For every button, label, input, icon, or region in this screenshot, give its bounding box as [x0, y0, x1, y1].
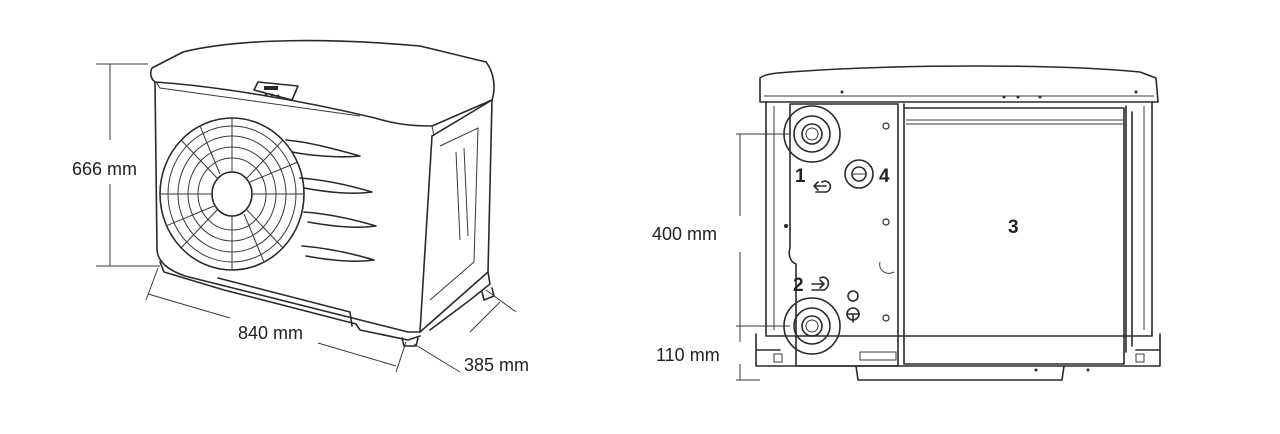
isometric-unit-view: 666 mm 840 mm 385 mm — [72, 39, 529, 375]
callout-2: 2 — [793, 275, 804, 296]
callout-3: 3 — [1008, 217, 1019, 238]
drain-icon — [847, 290, 859, 302]
connection-spacing-label: 400 mm — [652, 224, 717, 244]
connection-spacing-dimension-line — [736, 133, 790, 327]
evaporator-grille — [903, 103, 1125, 365]
fan-grille — [159, 117, 305, 271]
outlet-arrow-icon — [811, 276, 830, 291]
depth-dimension-line — [413, 289, 517, 373]
earth-symbol-icon — [846, 307, 860, 323]
depth-label: 385 mm — [464, 355, 529, 375]
inlet-arrow-icon — [813, 180, 832, 193]
top-cover — [149, 39, 495, 127]
louvre-2 — [299, 177, 373, 194]
side-face — [419, 99, 493, 333]
height-dimension-line — [96, 63, 160, 267]
connection-height-dimension-line — [736, 326, 760, 381]
callout-1: 1 — [795, 166, 806, 187]
gland-fitting — [844, 159, 874, 189]
rear-unit-view: 400 mm 110 mm 1 2 3 4 — [652, 65, 1161, 381]
rear-top-cover — [759, 65, 1159, 103]
louvre-1 — [285, 139, 361, 158]
water-inlet-fitting — [783, 105, 841, 163]
louvre-4 — [301, 245, 375, 262]
width-dimension-line — [145, 267, 407, 373]
height-label: 666 mm — [72, 159, 137, 179]
water-outlet-fitting — [783, 297, 841, 355]
base-frame — [159, 261, 421, 341]
width-label: 840 mm — [238, 323, 303, 343]
louvre-3 — [303, 211, 377, 228]
callout-4: 4 — [879, 166, 890, 187]
control-panel — [253, 81, 299, 101]
rear-base — [755, 333, 1161, 367]
rear-body — [765, 101, 1153, 337]
service-panel — [788, 103, 899, 367]
front-face — [154, 81, 433, 333]
connection-height-label: 110 mm — [656, 345, 720, 365]
